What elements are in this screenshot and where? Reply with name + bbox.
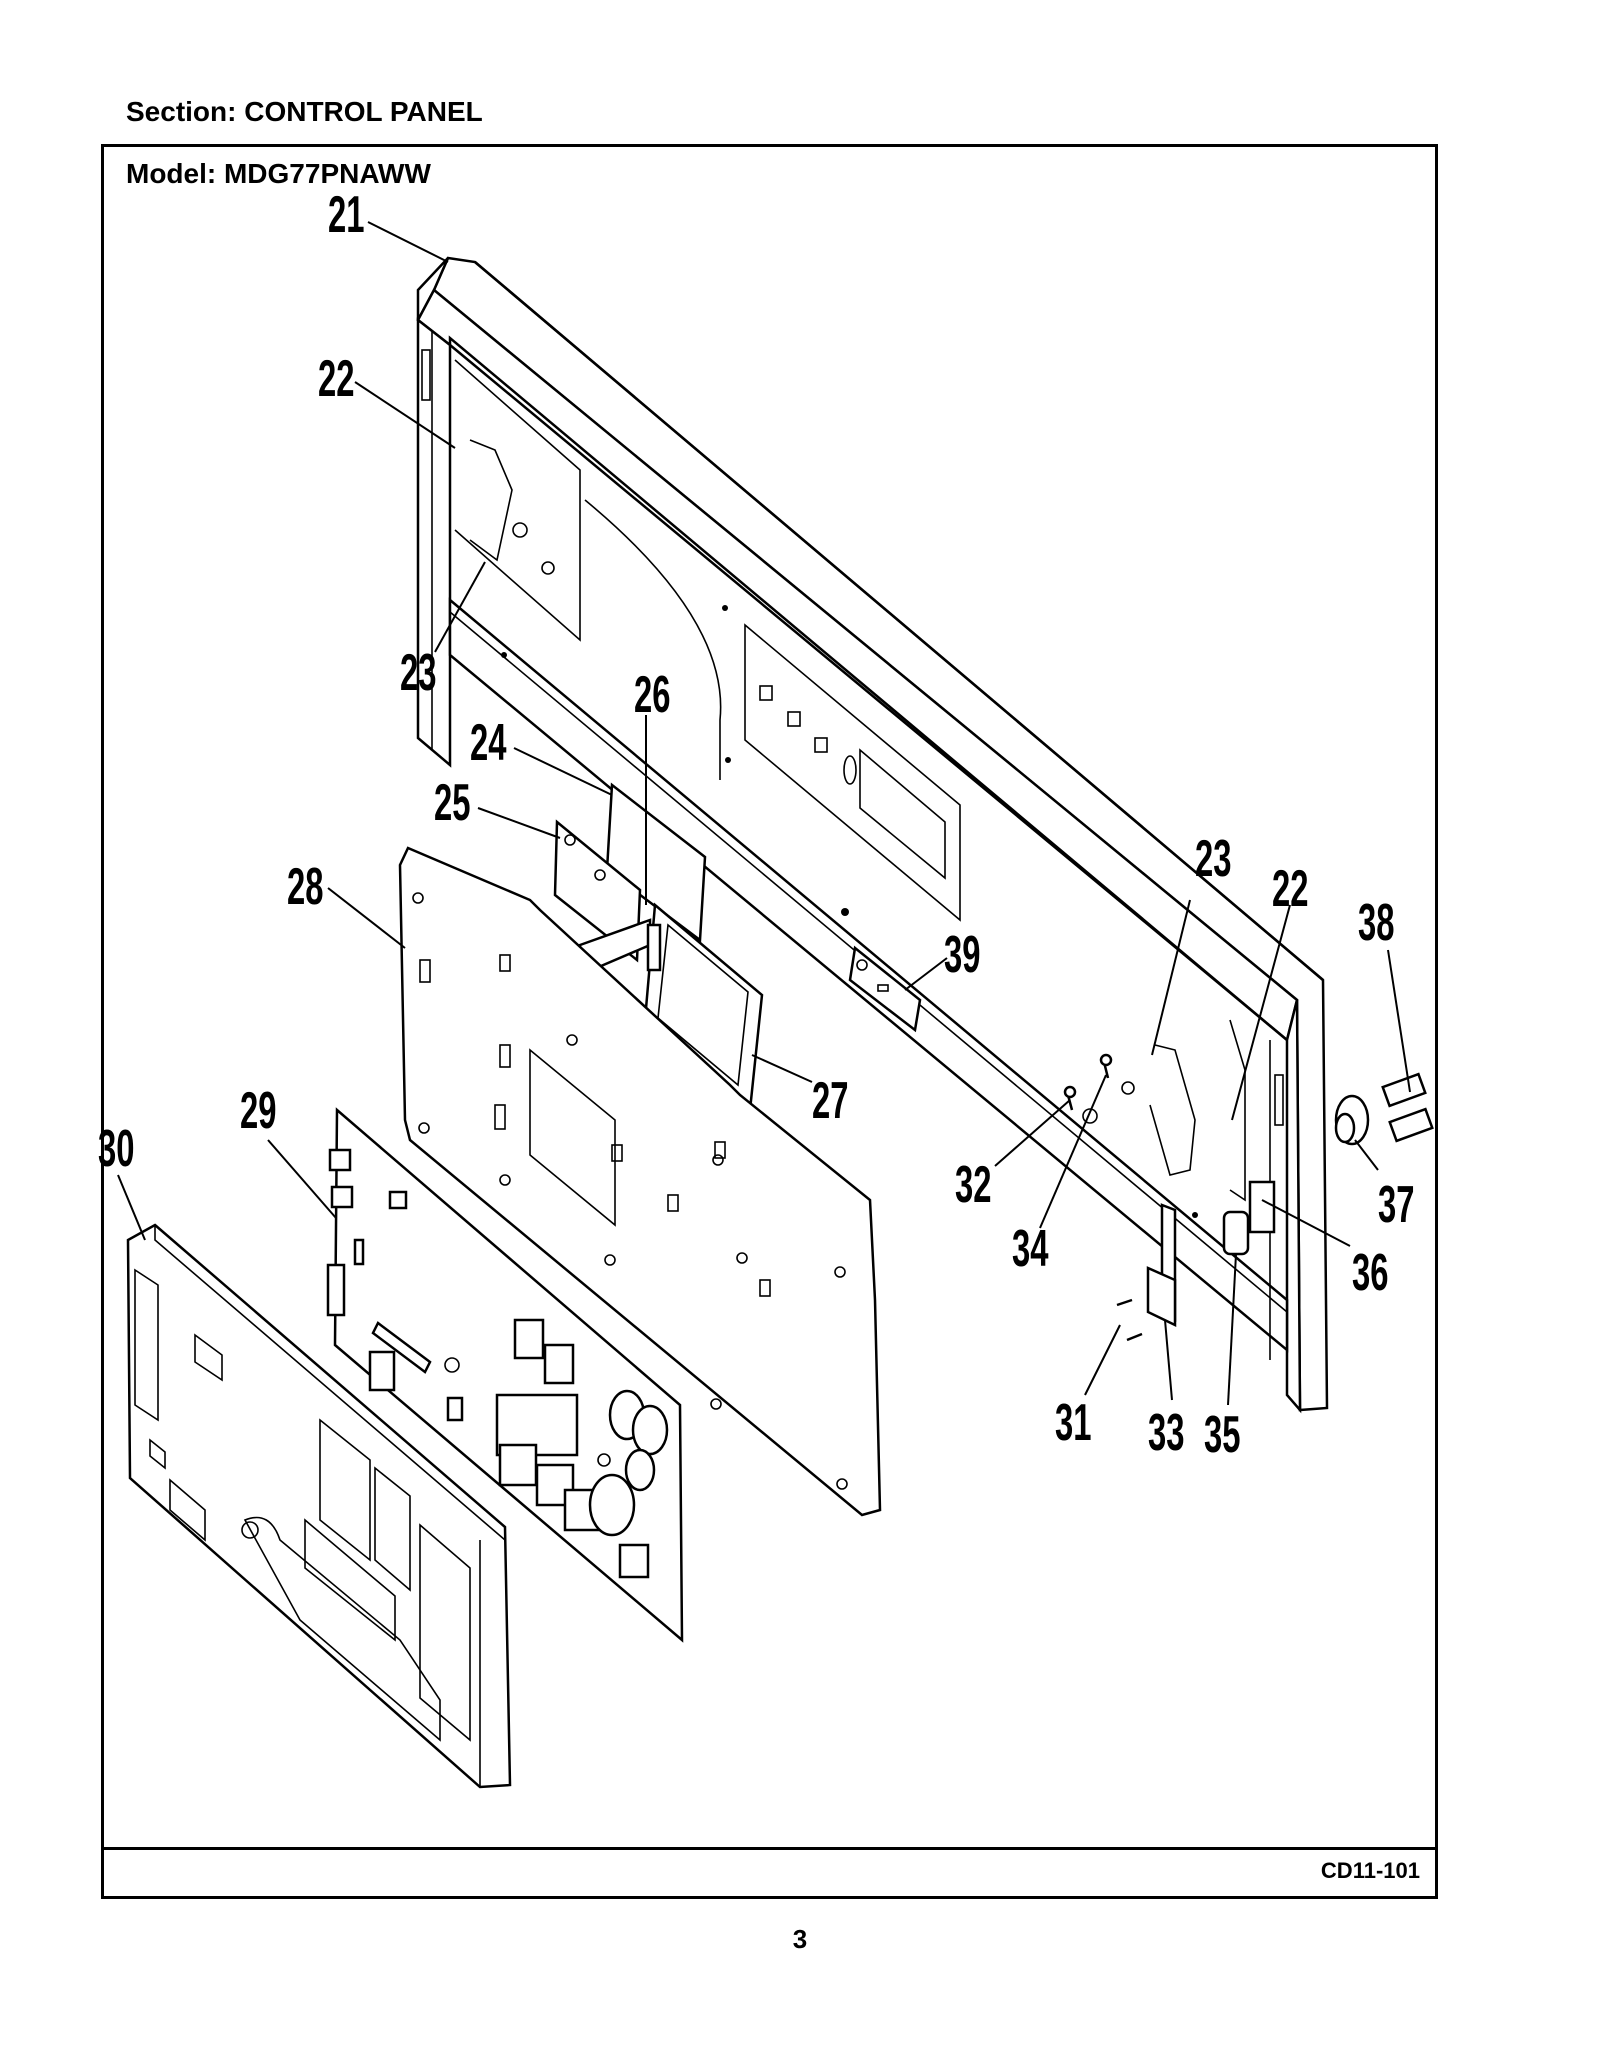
callout-28: 28 (287, 859, 323, 916)
callout-22: 22 (318, 351, 354, 408)
callout-24: 24 (470, 715, 506, 772)
footer-divider (101, 1847, 1438, 1850)
callout-34: 34 (1012, 1221, 1048, 1278)
callout-23-right: 23 (1195, 831, 1231, 888)
callout-38: 38 (1358, 895, 1394, 952)
part-28-mounting-plate (398, 846, 882, 1517)
model-title: Model: MDG77PNAWW (126, 158, 431, 189)
callout-32: 32 (955, 1157, 991, 1214)
display-module (553, 782, 764, 1113)
callout-26: 26 (634, 667, 670, 724)
callout-39: 39 (944, 927, 980, 984)
reference-code: CD11-101 (1320, 1858, 1420, 1883)
callout-30: 30 (98, 1121, 134, 1178)
diagram-frame (101, 144, 1438, 1899)
callout-35: 35 (1204, 1407, 1240, 1464)
callout-labels: 21 22 23 24 25 26 28 23 22 38 39 27 29 3… (98, 187, 1414, 1464)
callout-27: 27 (812, 1073, 848, 1130)
page-number: 3 (792, 1924, 808, 1954)
callout-21: 21 (328, 187, 364, 244)
section-title: Section: CONTROL PANEL (126, 96, 483, 127)
callout-31: 31 (1055, 1395, 1091, 1452)
small-hardware (1063, 1053, 1434, 1342)
callout-36: 36 (1352, 1245, 1388, 1302)
callout-25: 25 (434, 775, 470, 832)
leader-lines (117, 221, 1411, 1406)
callout-33: 33 (1148, 1405, 1184, 1462)
callout-29: 29 (240, 1083, 276, 1140)
part-30-front-panel (126, 1223, 512, 1789)
part-29-circuit-board (326, 1107, 684, 1643)
callout-23: 23 (400, 645, 436, 702)
part-39-bracket (848, 945, 922, 1033)
callout-22-right: 22 (1272, 861, 1308, 918)
callout-37: 37 (1378, 1177, 1414, 1234)
